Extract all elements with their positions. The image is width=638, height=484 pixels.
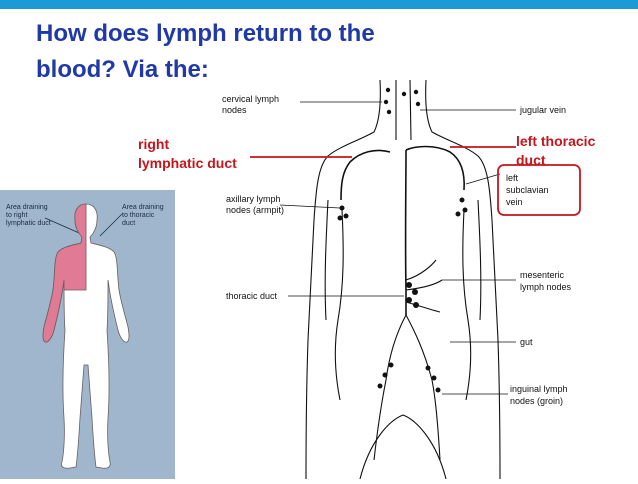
label-inguinal-line-1: inguinal lymph <box>510 384 568 394</box>
label-jugular-vein: jugular vein <box>519 105 566 115</box>
inguinal-node <box>378 384 383 389</box>
label-right-area-line-3: lymphatic duct <box>6 220 51 227</box>
jugular-vein-line <box>410 80 411 140</box>
cervical-node <box>387 110 391 114</box>
top-accent-bar <box>0 0 638 9</box>
mesenteric-node <box>413 302 419 308</box>
label-thoracic-area-line-1: Area draining <box>122 204 164 211</box>
left-duct-to-vein <box>406 147 464 191</box>
axillary-node <box>460 198 465 203</box>
crotch <box>360 415 446 479</box>
label-mesenteric-line-1: mesenteric <box>520 270 565 280</box>
cervical-node <box>384 100 388 104</box>
inguinal-node <box>432 376 437 381</box>
lymph-nodes <box>338 88 468 393</box>
lymphatic-system-diagram: cervical lymph nodes axillary lymph node… <box>210 80 638 479</box>
axillary-node <box>344 214 349 219</box>
label-axillary-line-1: axillary lymph <box>226 194 281 204</box>
leader-subclavian <box>466 174 500 184</box>
label-subclavian-line-3: vein <box>506 197 523 207</box>
slide-title: How does lymph return to the blood? Via … <box>36 16 556 88</box>
inguinal-node <box>436 388 441 393</box>
cervical-node <box>416 102 420 106</box>
lymphatic-figure: cervical lymph nodes axillary lymph node… <box>210 80 638 479</box>
axillary-node <box>338 216 343 221</box>
axillary-node <box>340 206 345 211</box>
cervical-node <box>386 88 390 92</box>
inguinal-node <box>426 366 431 371</box>
mesenteric-node <box>412 289 418 295</box>
inguinal-node <box>389 363 394 368</box>
slide-title-line-1: How does lymph return to the <box>36 20 375 47</box>
label-right-area-line-2: to right <box>6 212 27 219</box>
cervical-node <box>402 92 406 96</box>
drainage-figure: Area draining to right lymphatic duct Ar… <box>0 190 175 479</box>
label-gut: gut <box>520 337 533 347</box>
slide-title-line-2: blood? Via the: <box>36 56 209 83</box>
label-thoracic-area-line-3: duct <box>122 220 135 227</box>
leader-axillary <box>280 205 340 208</box>
label-right-area-line-1: Area draining <box>6 204 48 211</box>
label-mesenteric-line-2: lymph nodes <box>520 282 572 292</box>
axillary-node <box>456 212 461 217</box>
label-inguinal-line-2: nodes (groin) <box>510 396 563 406</box>
label-cervical-line-1: cervical lymph <box>222 94 279 104</box>
label-thoracic-area-line-2: to thoracic <box>122 212 155 219</box>
torso-left <box>335 210 343 400</box>
right-arm-inner <box>478 200 481 320</box>
body-outline-left <box>306 80 380 479</box>
left-arm-inner <box>325 200 328 320</box>
mesenteric-node <box>406 282 412 288</box>
axillary-node <box>463 208 468 213</box>
torso-right <box>463 210 471 400</box>
label-axillary-line-2: nodes (armpit) <box>226 205 284 215</box>
inguinal-node <box>383 373 388 378</box>
label-cervical-line-2: nodes <box>222 105 247 115</box>
cervical-node <box>414 90 418 94</box>
label-thoracic-duct: thoracic duct <box>226 291 278 301</box>
right-leg-vessels <box>406 315 440 460</box>
label-subclavian-line-2: subclavian <box>506 185 549 195</box>
drainage-area-panel: Area draining to right lymphatic duct Ar… <box>0 190 175 479</box>
label-subclavian-line-1: left <box>506 173 519 183</box>
right-duct-label-line-1: right <box>138 136 169 152</box>
mesenteric-node <box>406 297 412 303</box>
